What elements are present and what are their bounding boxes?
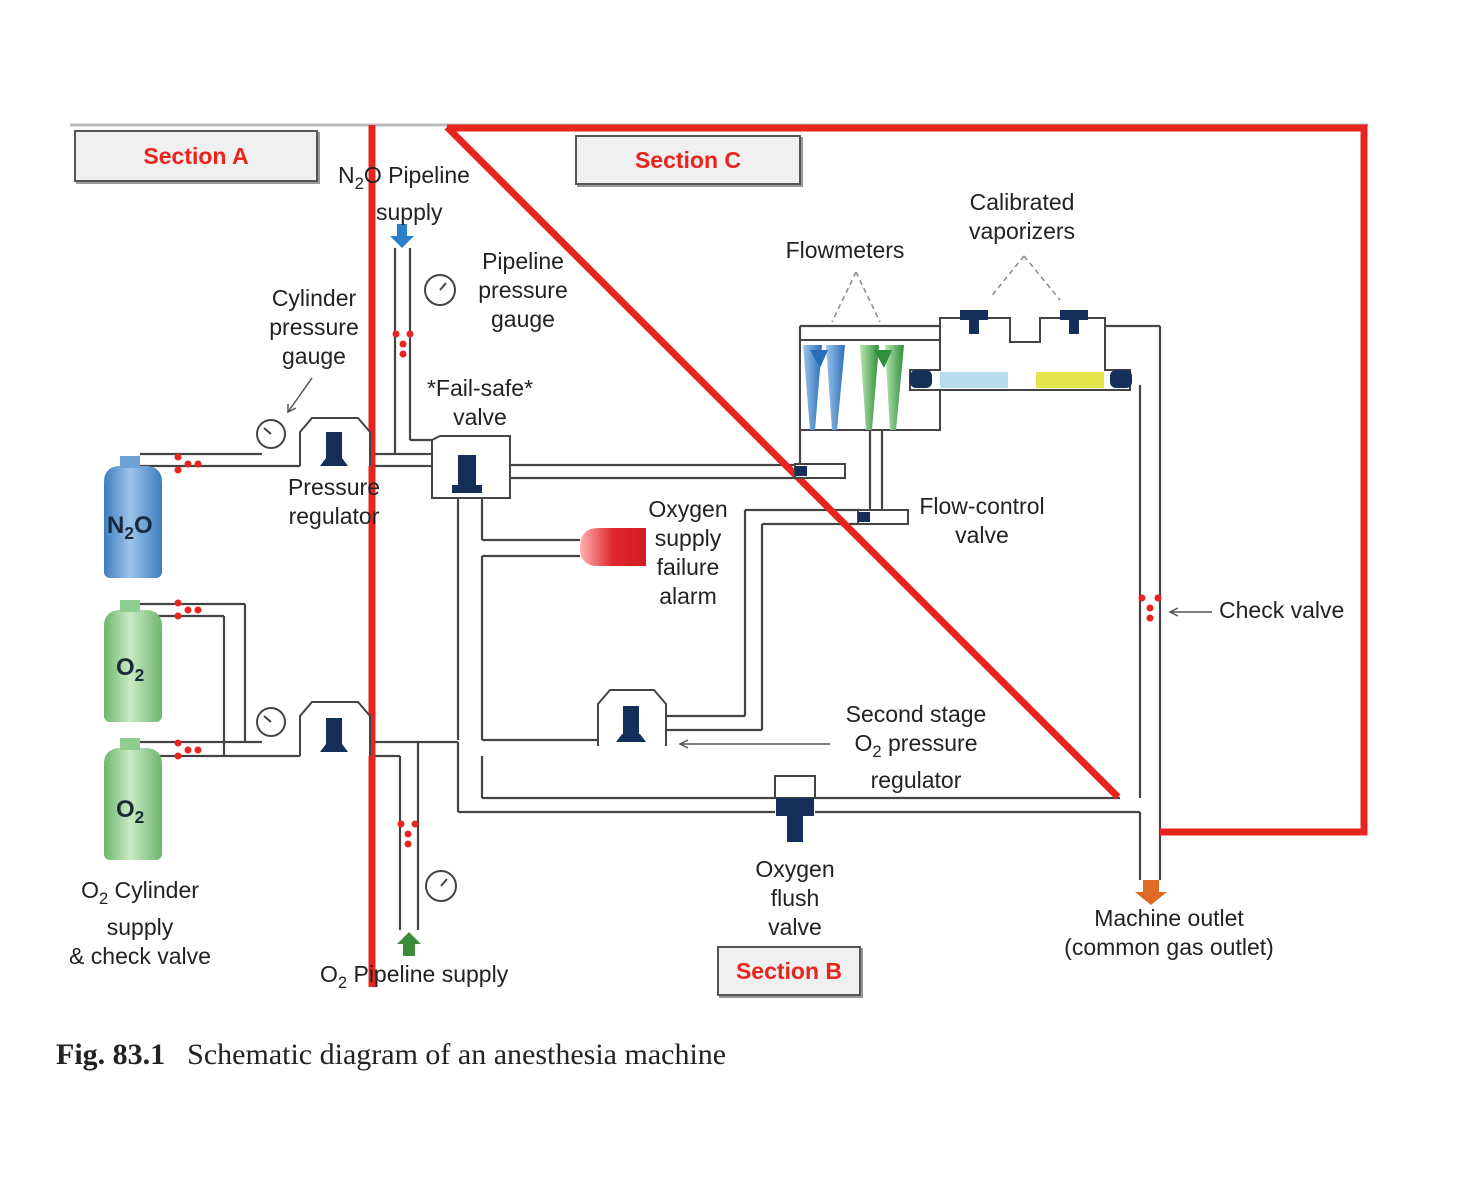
vaporizer-icons <box>909 310 1132 391</box>
check-valve-icons <box>174 330 1162 848</box>
o2-pipeline-arrow-icon <box>397 932 421 956</box>
o2-cylinder-upper <box>104 600 162 722</box>
section-c-label: Section C <box>575 135 801 185</box>
n2o-cylinder-label: N2O <box>107 512 153 544</box>
pressure-regulator-n2o <box>299 417 371 466</box>
failsafe-valve <box>431 435 511 499</box>
leader-lines <box>287 377 1212 749</box>
section-a-label: Section A <box>74 130 318 182</box>
failsafe-valve-label: *Fail-safe*valve <box>426 375 534 430</box>
gauge-icons <box>256 274 457 902</box>
dashed-pointer-lines <box>831 255 1061 323</box>
second-stage-regulator-label: Second stage O2 pressure regulator <box>845 701 987 793</box>
n2o-cylinder <box>104 456 162 578</box>
section-boundaries <box>368 124 1368 987</box>
figure-caption-text: Schematic diagram of an anesthesia machi… <box>187 1038 727 1071</box>
machine-outlet-label: Machine outlet(common gas outlet) <box>1064 905 1274 960</box>
o2-pipeline-supply-label: O2 Pipeline supply <box>320 961 509 992</box>
figure-caption: Fig. 83.1 Schematic diagram of an anesthe… <box>56 1038 726 1072</box>
figure-number: Fig. 83.1 <box>56 1038 166 1071</box>
oxygen-flush-valve <box>774 775 816 842</box>
oxygen-alarm-icon <box>580 528 646 566</box>
flow-control-valve-icons <box>794 463 909 525</box>
pressure-regulator-o2 <box>299 701 371 756</box>
o2-cylinder-lower <box>104 738 162 860</box>
n2o-pipeline-label: N2O Pipeline supply <box>338 162 470 225</box>
flowmeters-label: Flowmeters <box>785 237 905 263</box>
section-b-label: Section B <box>717 946 861 996</box>
o2-cylinder-supply-label: O2 Cylinder supply & check valve <box>69 877 211 969</box>
machine-outlet-arrow-icon <box>1135 880 1167 905</box>
n2o-pipeline-arrow-icon <box>390 224 414 248</box>
second-stage-regulator <box>597 689 667 746</box>
o2-cylinder-upper-label: O2 <box>116 654 145 686</box>
o2-cylinder-lower-label: O2 <box>116 796 145 828</box>
check-valve-label: Check valve <box>1219 597 1345 623</box>
